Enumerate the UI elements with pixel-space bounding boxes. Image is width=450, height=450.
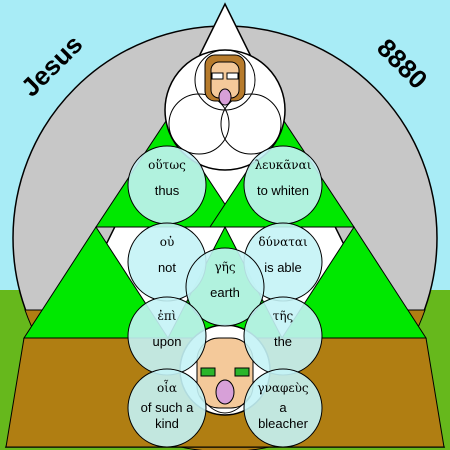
greek-word: δύναται — [258, 235, 308, 249]
greek-word: γῆς — [214, 260, 235, 274]
top-face-left-eye — [211, 72, 224, 80]
word-bubble: γῆς earth — [185, 247, 265, 327]
english-word: kind — [155, 416, 179, 431]
bubble-circle — [243, 368, 323, 448]
english-word: to whiten — [257, 183, 309, 198]
bubble-circle — [127, 368, 207, 448]
bottom-face-right-eye — [234, 367, 250, 377]
top-face-mouth — [218, 88, 232, 106]
greek-word: οὐ — [160, 235, 175, 249]
english-word: not — [158, 260, 176, 275]
word-bubble: λευκᾶναι to whiten — [243, 145, 323, 225]
english-word: thus — [155, 183, 180, 198]
top-face-right-eye — [226, 72, 239, 80]
greek-word: οἷα — [157, 379, 177, 395]
greek-word: γναφεὺς — [257, 381, 308, 395]
english-word: of such a — [141, 400, 195, 415]
bottom-face-left-eye — [200, 367, 216, 377]
bubble-circle — [185, 247, 265, 327]
greek-word: λευκᾶναι — [255, 158, 312, 172]
english-word: is able — [264, 260, 302, 275]
english-word: a — [279, 400, 287, 415]
greek-word: ἐπὶ — [157, 309, 176, 323]
word-bubble: ἐπὶ upon — [127, 296, 207, 376]
english-word: bleacher — [258, 416, 309, 431]
english-word: the — [274, 334, 292, 349]
bottom-face-skin — [196, 337, 254, 409]
greek-word: οὕτως — [148, 158, 186, 172]
top-face-emblem — [164, 49, 286, 171]
word-bubble: οὕτως thus — [127, 145, 207, 225]
word-bubble: τῆς the — [243, 296, 323, 376]
bottom-face-mouth — [215, 379, 235, 405]
greek-word: τῆς — [273, 309, 294, 323]
word-bubbles: οὕτως thus λευκᾶναι to whiten οὐ not δύναται is… — [127, 145, 323, 448]
english-word: upon — [153, 334, 182, 349]
english-word: earth — [210, 285, 240, 300]
